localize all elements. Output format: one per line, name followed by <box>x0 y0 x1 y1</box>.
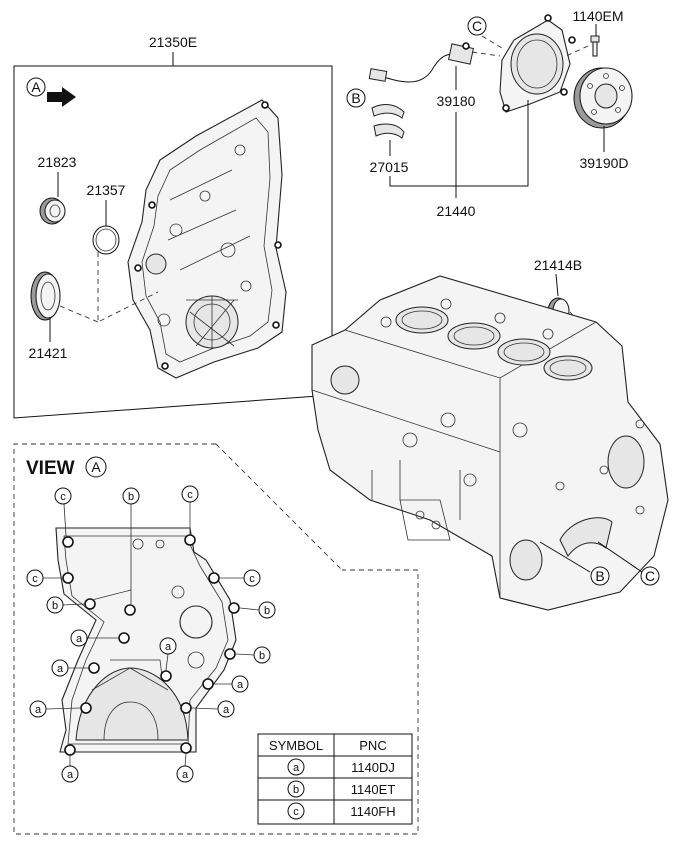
table-row-symbol: a <box>293 762 300 774</box>
table-row-pnc: 1140ET <box>351 782 396 797</box>
timing-cover-drawing <box>127 99 287 379</box>
symbol-table: SYMBOL PNC a 1140DJ b 1140ET c 1140FH <box>257 733 413 825</box>
view-title: VIEW <box>26 458 75 479</box>
callout-b-4: b <box>259 650 265 662</box>
view-a-cover-drawing <box>55 527 237 753</box>
callout-a-6: a <box>223 704 230 716</box>
callout-c-1: c <box>60 491 66 503</box>
callout-c-4: c <box>249 573 255 585</box>
label-21823: 21823 <box>38 154 77 170</box>
bolt-1140em: 1140EM <box>565 8 624 57</box>
callout-c-2: c <box>187 489 193 501</box>
label-21440: 21440 <box>437 203 476 219</box>
callout-a-1: a <box>76 633 83 645</box>
ref-c-bubble-block <box>640 566 660 586</box>
label-1140em: 1140EM <box>572 8 623 24</box>
callout-c-3: c <box>32 573 38 585</box>
view-a-callouts: c b c c c b b a a b a a a a a a <box>26 485 276 783</box>
view-a-frame <box>13 443 419 835</box>
label-39180: 39180 <box>437 93 476 109</box>
view-direction-arrow: A <box>26 77 76 107</box>
label-27015: 27015 <box>370 159 409 175</box>
callout-b-1: b <box>128 491 134 503</box>
callout-a-8: a <box>182 769 189 781</box>
target-wheel: 39190D <box>573 67 633 171</box>
cylinder-block <box>311 275 669 611</box>
view-a-panel: VIEW A <box>13 443 419 835</box>
callout-a-2: a <box>165 641 172 653</box>
callout-b-2: b <box>52 600 58 612</box>
block-reference-callouts: B C <box>539 541 660 586</box>
callout-a-4: a <box>237 679 244 691</box>
table-row-symbol: b <box>293 784 299 796</box>
seal-housing <box>499 14 576 113</box>
crank-sensor: 39180 <box>368 35 503 109</box>
callout-a-5: a <box>35 704 42 716</box>
callout-a-3: a <box>57 663 64 675</box>
callout-a-7: a <box>67 769 74 781</box>
o-ring: 21357 <box>87 182 159 323</box>
table-row-pnc: 1140FH <box>350 804 395 819</box>
oil-seal-small: 21823 <box>38 154 77 225</box>
view-ref-bubble <box>26 77 46 97</box>
label-39190d: 39190D <box>579 155 628 171</box>
leader-21440-bracket <box>389 100 529 187</box>
view-a-leaders <box>43 502 260 767</box>
ref-c-letter-block: C <box>645 568 655 584</box>
table-header-pnc: PNC <box>359 738 386 753</box>
bearing-shell: B 27015 <box>346 88 409 175</box>
ref-b-bubble-block <box>590 566 610 586</box>
ref-c-letter-top: C <box>472 18 482 34</box>
label-21357: 21357 <box>87 182 126 198</box>
table-header-symbol: SYMBOL <box>269 738 323 753</box>
view-letter: A <box>91 459 101 475</box>
label-21421: 21421 <box>29 345 68 361</box>
table-row-pnc: 1140DJ <box>351 760 395 775</box>
ref-b-letter-block: B <box>595 568 604 584</box>
oil-seal-large: 21421 <box>29 271 99 361</box>
ref-b-letter-top: B <box>351 90 360 106</box>
view-a-bolts <box>62 534 240 756</box>
rear-parts-group: 39180 C 1140EM <box>346 8 633 219</box>
label-21414b: 21414B <box>534 257 582 273</box>
ref-b-bubble-top <box>346 88 366 108</box>
label-21350e: 21350E <box>149 34 197 50</box>
view-letter-bubble <box>85 456 107 478</box>
view-ref-letter: A <box>31 79 41 95</box>
cover-assembly-group: 21350E A <box>13 34 333 419</box>
arrow-icon <box>47 87 76 107</box>
table-row-symbol: c <box>293 806 299 818</box>
ref-c-bubble-top <box>467 16 487 36</box>
callout-b-3: b <box>264 605 270 617</box>
